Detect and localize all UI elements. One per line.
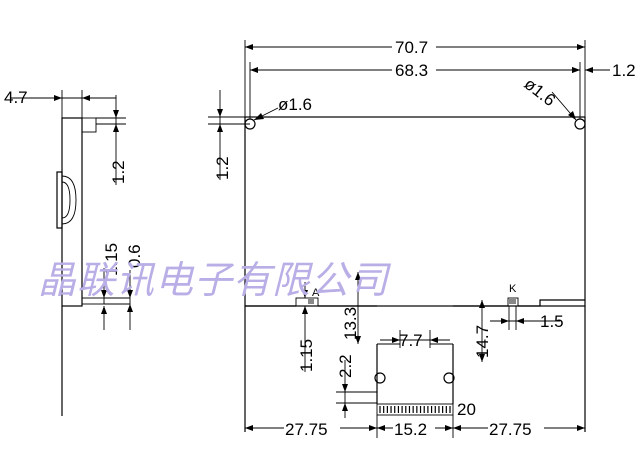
anode-label: A bbox=[312, 287, 320, 299]
panel-outline bbox=[244, 116, 586, 307]
led-pad-a bbox=[295, 297, 319, 307]
side-view: 4.7 1.2 1.15 0.6 bbox=[4, 88, 144, 416]
panel-bottom-edge bbox=[245, 299, 585, 307]
side-pin bbox=[81, 297, 105, 305]
tail-hole-left bbox=[374, 372, 386, 384]
tail-offset-label: 13.3 bbox=[341, 307, 360, 340]
margin-left-label: 27.75 bbox=[285, 420, 328, 439]
side-tab bbox=[81, 117, 97, 133]
side-thickness-label: 4.7 bbox=[4, 88, 28, 107]
hole-span-label: 68.3 bbox=[395, 61, 428, 80]
side-pin-b-label: 0.6 bbox=[125, 244, 144, 268]
front-view: 70.7 68.3 1.2 ø1.6 ø1.6 1.2 A K bbox=[208, 37, 636, 439]
margin-right-label: 27.75 bbox=[489, 420, 532, 439]
pad-width-label: 1.5 bbox=[540, 312, 564, 331]
led-pad-k bbox=[507, 297, 519, 307]
lower-b-label: 2.2 bbox=[336, 354, 355, 378]
tail-height-label: 14.7 bbox=[473, 325, 492, 358]
watermark: 晶联讯电子有限公司 bbox=[38, 258, 392, 302]
hole-dia-right-label: ø1.6 bbox=[521, 74, 560, 110]
tail-hole-right bbox=[443, 372, 455, 384]
tail-width-label: 7.7 bbox=[399, 331, 423, 350]
side-clip bbox=[56, 171, 63, 229]
mount-hole-right bbox=[574, 118, 586, 130]
connector-strip bbox=[376, 403, 454, 416]
hole-dia-left-label: ø1.6 bbox=[278, 95, 312, 114]
connector-width-label: 15.2 bbox=[394, 420, 427, 439]
pin-count-label: 20 bbox=[457, 400, 476, 419]
cathode-label: K bbox=[509, 283, 517, 295]
edge-offset-label: 1.2 bbox=[612, 61, 636, 80]
side-top-offset-label: 1.2 bbox=[109, 160, 128, 184]
connector-pins bbox=[379, 406, 451, 413]
top-offset-left-label: 1.2 bbox=[213, 156, 232, 180]
overall-width-label: 70.7 bbox=[395, 38, 428, 57]
lower-a-label: 1.15 bbox=[297, 339, 316, 372]
side-pin-a-label: 1.15 bbox=[102, 243, 121, 276]
